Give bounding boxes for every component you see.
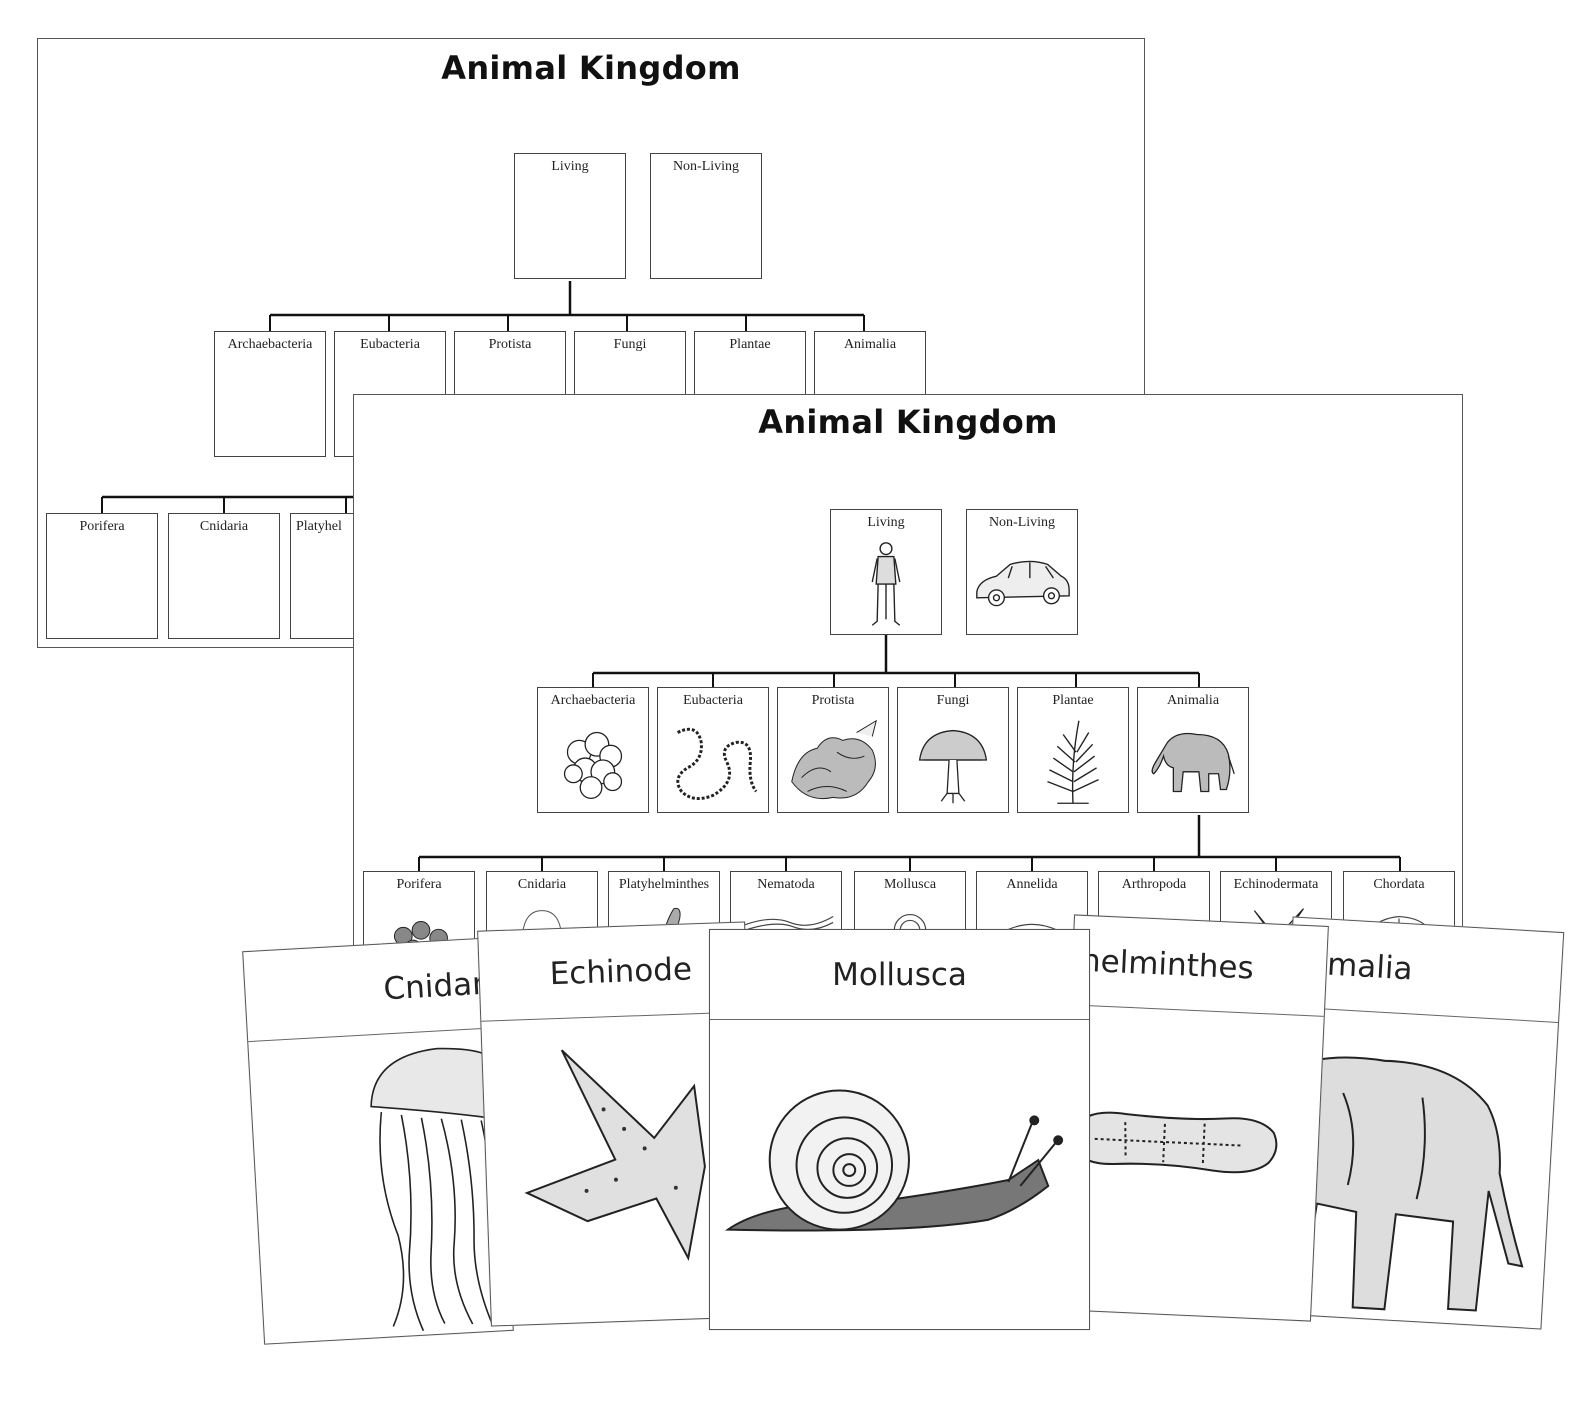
cell-cluster-icon: [538, 712, 648, 812]
car-icon: [967, 534, 1077, 634]
back-box-living-label: Living: [551, 159, 588, 174]
back-box-label: Protista: [489, 337, 532, 352]
back-box-label: Fungi: [614, 337, 647, 352]
front-box-fungi: Fungi: [897, 687, 1009, 813]
snail-icon: [710, 1021, 1089, 1329]
front-box-label: Cnidaria: [518, 877, 566, 892]
front-box-label: Chordata: [1373, 877, 1424, 892]
back-box-non-living-label: Non-Living: [673, 159, 739, 174]
back-box-label: Archaebacteria: [228, 337, 313, 352]
card-cnidaria: Cnidari: [242, 937, 514, 1344]
front-box-label: Eubacteria: [683, 693, 743, 708]
back-box-non-living: Non-Living: [650, 153, 762, 279]
front-worksheet: Animal Kingdom Living: [353, 394, 1463, 994]
back-sheet-title: Animal Kingdom: [38, 49, 1144, 87]
back-box-label: Eubacteria: [360, 337, 420, 352]
front-box-label: Fungi: [937, 693, 970, 708]
card-mollusca-title: Mollusca: [710, 930, 1089, 1020]
front-box-non-living: Non-Living: [966, 509, 1078, 635]
back-box-label: Porifera: [79, 519, 124, 534]
back-box-living: Living: [514, 153, 626, 279]
front-box-label: Porifera: [396, 877, 441, 892]
front-box-eubacteria: Eubacteria: [657, 687, 769, 813]
elephant-icon: [1138, 712, 1248, 812]
card-cnidaria-title: Cnidari: [243, 938, 496, 1042]
front-box-label: Annelida: [1006, 877, 1057, 892]
front-box-living: Living: [830, 509, 942, 635]
front-box-label: Protista: [812, 693, 855, 708]
front-box-label: Echinodermata: [1234, 877, 1319, 892]
front-box-non-living-label: Non-Living: [989, 515, 1055, 530]
front-box-archaebacteria: Archaebacteria: [537, 687, 649, 813]
back-box-label: Animalia: [844, 337, 896, 352]
card-platyhelminthes-title: helminthes: [1071, 915, 1328, 1016]
front-box-label: Platyhelminthes: [619, 877, 709, 892]
mushroom-icon: [898, 712, 1008, 812]
front-box-animalia: Animalia: [1137, 687, 1249, 813]
back-box-label: Plantae: [729, 337, 770, 352]
front-box-plantae: Plantae: [1017, 687, 1129, 813]
front-box-label: Mollusca: [884, 877, 936, 892]
card-echinodermata-title: Echinode: [478, 922, 747, 1021]
back-box-label: Cnidaria: [200, 519, 248, 534]
front-sheet-title: Animal Kingdom: [354, 403, 1462, 441]
flatworm-icon: [1057, 1006, 1323, 1320]
back-box-cnidaria: Cnidaria: [168, 513, 280, 639]
bacteria-chain-icon: [658, 712, 768, 812]
protist-colony-icon: [778, 712, 888, 812]
front-box-label: Plantae: [1052, 693, 1093, 708]
fern-icon: [1018, 712, 1128, 812]
standing-man-icon: [831, 534, 941, 634]
front-box-label: Nematoda: [757, 877, 815, 892]
front-box-living-label: Living: [867, 515, 904, 530]
jellyfish-icon: [248, 1029, 512, 1343]
back-box-archaebacteria: Archaebacteria: [214, 331, 326, 457]
card-mollusca: Mollusca: [709, 929, 1090, 1330]
front-box-label: Archaebacteria: [551, 693, 636, 708]
back-box-label: Platyhel: [296, 519, 342, 534]
card-platyhelminthes: helminthes: [1056, 914, 1329, 1321]
front-box-protista: Protista: [777, 687, 889, 813]
card-animalia-title: nimalia: [1288, 918, 1563, 1023]
front-box-label: Animalia: [1167, 693, 1219, 708]
back-box-porifera: Porifera: [46, 513, 158, 639]
front-box-label: Arthropoda: [1122, 877, 1187, 892]
